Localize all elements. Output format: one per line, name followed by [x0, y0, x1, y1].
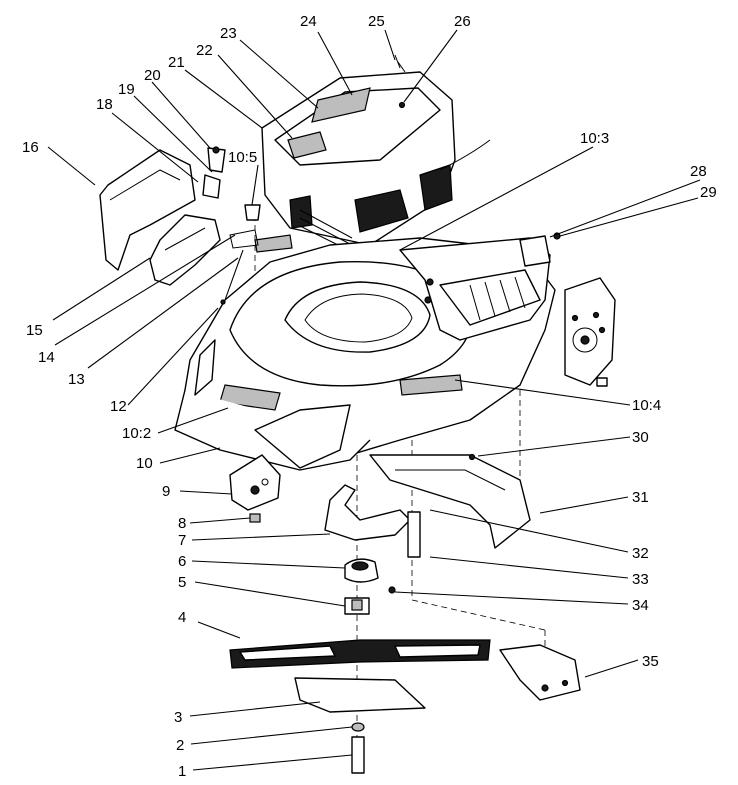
callout-33: 33 [632, 571, 649, 588]
callout-10-2: 10:2 [122, 425, 151, 442]
callout-28: 28 [690, 163, 707, 180]
part-3 [294, 677, 426, 713]
callout-10: 10 [136, 455, 153, 472]
bolt-10-5 [244, 204, 261, 221]
callout-22: 22 [196, 42, 213, 59]
screw-30 [468, 453, 476, 461]
leader-lines [47, 29, 701, 771]
callout-labels: 1 2 3 4 5 6 7 8 9 10 10:2 10:3 10:4 10:5… [22, 13, 717, 780]
engine-label-plate [311, 87, 371, 123]
callout-24: 24 [300, 13, 317, 30]
callout-13: 13 [68, 371, 85, 388]
callout-25: 25 [368, 13, 385, 30]
callout-6: 6 [178, 553, 186, 570]
callout-3: 3 [174, 709, 182, 726]
blade-hardware [229, 454, 581, 774]
callout-12: 12 [110, 398, 127, 415]
callout-16: 16 [22, 139, 39, 156]
callout-10-3: 10:3 [580, 130, 609, 147]
callout-9: 9 [162, 483, 170, 500]
callout-4: 4 [178, 609, 186, 626]
callout-5: 5 [178, 574, 186, 591]
callout-10-5: 10:5 [228, 149, 257, 166]
callout-10-4: 10:4 [632, 397, 661, 414]
callout-14: 14 [38, 349, 55, 366]
callout-31: 31 [632, 489, 649, 506]
front-wheel-bracket [99, 146, 261, 305]
bolt-1 [351, 736, 365, 774]
engine-air-filter [354, 189, 409, 233]
callout-7: 7 [178, 532, 186, 549]
callout-21: 21 [168, 54, 185, 71]
callout-32: 32 [632, 545, 649, 562]
screw-34 [388, 586, 396, 594]
part-9 [229, 454, 281, 511]
callout-30: 30 [632, 429, 649, 446]
knob-18 [202, 174, 221, 199]
callout-15: 15 [26, 322, 43, 339]
callout-19: 19 [118, 81, 135, 98]
callout-26: 26 [454, 13, 471, 30]
part-7 [324, 484, 411, 541]
callout-23: 23 [220, 25, 237, 42]
callout-18: 18 [96, 96, 113, 113]
washer-2 [351, 722, 365, 732]
callout-29: 29 [700, 184, 717, 201]
part-35 [499, 644, 581, 701]
nut-8 [249, 513, 261, 523]
callout-8: 8 [178, 515, 186, 532]
deck-decal-10-4 [399, 374, 463, 396]
rear-plate [564, 277, 616, 387]
deck-decal-10-5 [254, 234, 293, 253]
callout-20: 20 [144, 67, 161, 84]
baffle [369, 453, 531, 549]
callout-2: 2 [176, 737, 184, 754]
pin-33 [407, 511, 421, 558]
engine-decal [287, 131, 327, 159]
engine [261, 54, 491, 251]
discharge-chute [399, 232, 561, 341]
engine-bolt-26 [398, 101, 406, 109]
callout-1: 1 [178, 763, 186, 780]
callout-35: 35 [642, 653, 659, 670]
callout-34: 34 [632, 597, 649, 614]
